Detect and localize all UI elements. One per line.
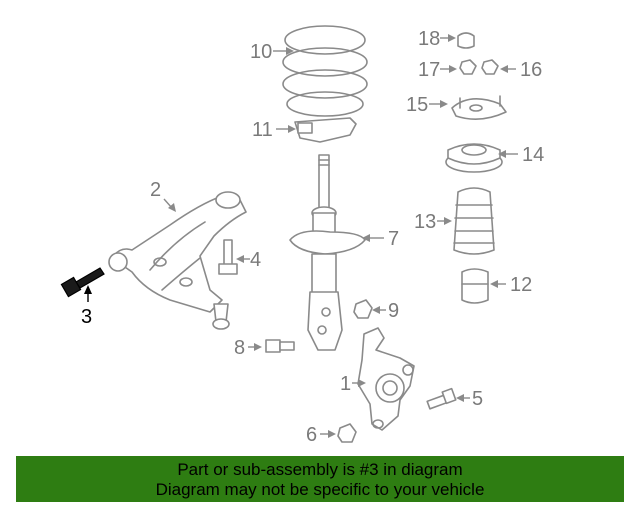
svg-text:9: 9 <box>388 300 399 322</box>
callout-18[interactable]: 18 <box>418 28 456 50</box>
bolt-3-highlighted[interactable] <box>60 267 105 298</box>
svg-text:10: 10 <box>250 41 272 63</box>
strut-mount[interactable] <box>451 95 507 120</box>
callout-5[interactable]: 5 <box>456 388 483 410</box>
callout-8[interactable]: 8 <box>234 337 262 359</box>
callout-10[interactable]: 10 <box>250 41 294 63</box>
nut-16[interactable] <box>481 59 499 75</box>
bolt-5[interactable] <box>426 387 457 410</box>
bolt-8[interactable] <box>265 339 295 353</box>
info-banner: Part or sub-assembly is #3 in diagram Di… <box>16 456 624 502</box>
callout-6[interactable]: 6 <box>306 424 336 446</box>
lower-control-arm[interactable] <box>108 191 247 330</box>
svg-text:15: 15 <box>406 94 428 116</box>
svg-text:5: 5 <box>472 388 483 410</box>
nut-17[interactable] <box>459 59 477 75</box>
callout-2[interactable]: 2 <box>150 179 176 212</box>
callout-11[interactable]: 11 <box>252 119 296 141</box>
callout-17[interactable]: 17 <box>418 59 457 81</box>
svg-text:12: 12 <box>510 274 532 296</box>
svg-text:7: 7 <box>388 228 399 250</box>
svg-text:11: 11 <box>252 119 273 141</box>
bump-stop[interactable] <box>461 268 489 304</box>
svg-text:2: 2 <box>150 179 161 201</box>
cap[interactable] <box>457 32 475 49</box>
svg-text:16: 16 <box>520 59 542 81</box>
banner-line-1: Part or sub-assembly is #3 in diagram <box>177 460 463 479</box>
spring-seat[interactable] <box>294 117 357 143</box>
svg-text:1: 1 <box>340 373 351 395</box>
strut-bearing[interactable] <box>445 143 503 173</box>
banner-line-2: Diagram may not be specific to your vehi… <box>155 480 485 499</box>
parts-diagram: 10 11 7 18 <box>60 25 544 446</box>
svg-text:6: 6 <box>306 424 317 446</box>
nut-9[interactable] <box>353 299 373 319</box>
callout-16[interactable]: 16 <box>500 59 542 81</box>
svg-text:4: 4 <box>250 249 261 271</box>
bolt-4[interactable] <box>218 239 238 275</box>
callout-12[interactable]: 12 <box>490 274 532 296</box>
callout-13[interactable]: 13 <box>414 211 452 233</box>
strut-assembly[interactable] <box>289 154 366 351</box>
callout-15[interactable]: 15 <box>406 94 448 116</box>
callout-9[interactable]: 9 <box>372 300 399 322</box>
callout-3[interactable]: 3 <box>81 285 92 328</box>
nut-6[interactable] <box>337 423 357 443</box>
svg-text:18: 18 <box>418 28 440 50</box>
svg-text:13: 13 <box>414 211 436 233</box>
callout-4[interactable]: 4 <box>236 249 261 271</box>
svg-text:3: 3 <box>81 306 92 328</box>
callout-14[interactable]: 14 <box>498 144 544 166</box>
steering-knuckle[interactable] <box>357 327 415 431</box>
dust-boot[interactable] <box>453 187 495 255</box>
svg-text:8: 8 <box>234 337 245 359</box>
callout-7[interactable]: 7 <box>362 228 399 250</box>
svg-text:14: 14 <box>522 144 544 166</box>
callout-1[interactable]: 1 <box>340 373 366 395</box>
coil-spring[interactable] <box>282 25 368 117</box>
svg-text:17: 17 <box>418 59 440 81</box>
